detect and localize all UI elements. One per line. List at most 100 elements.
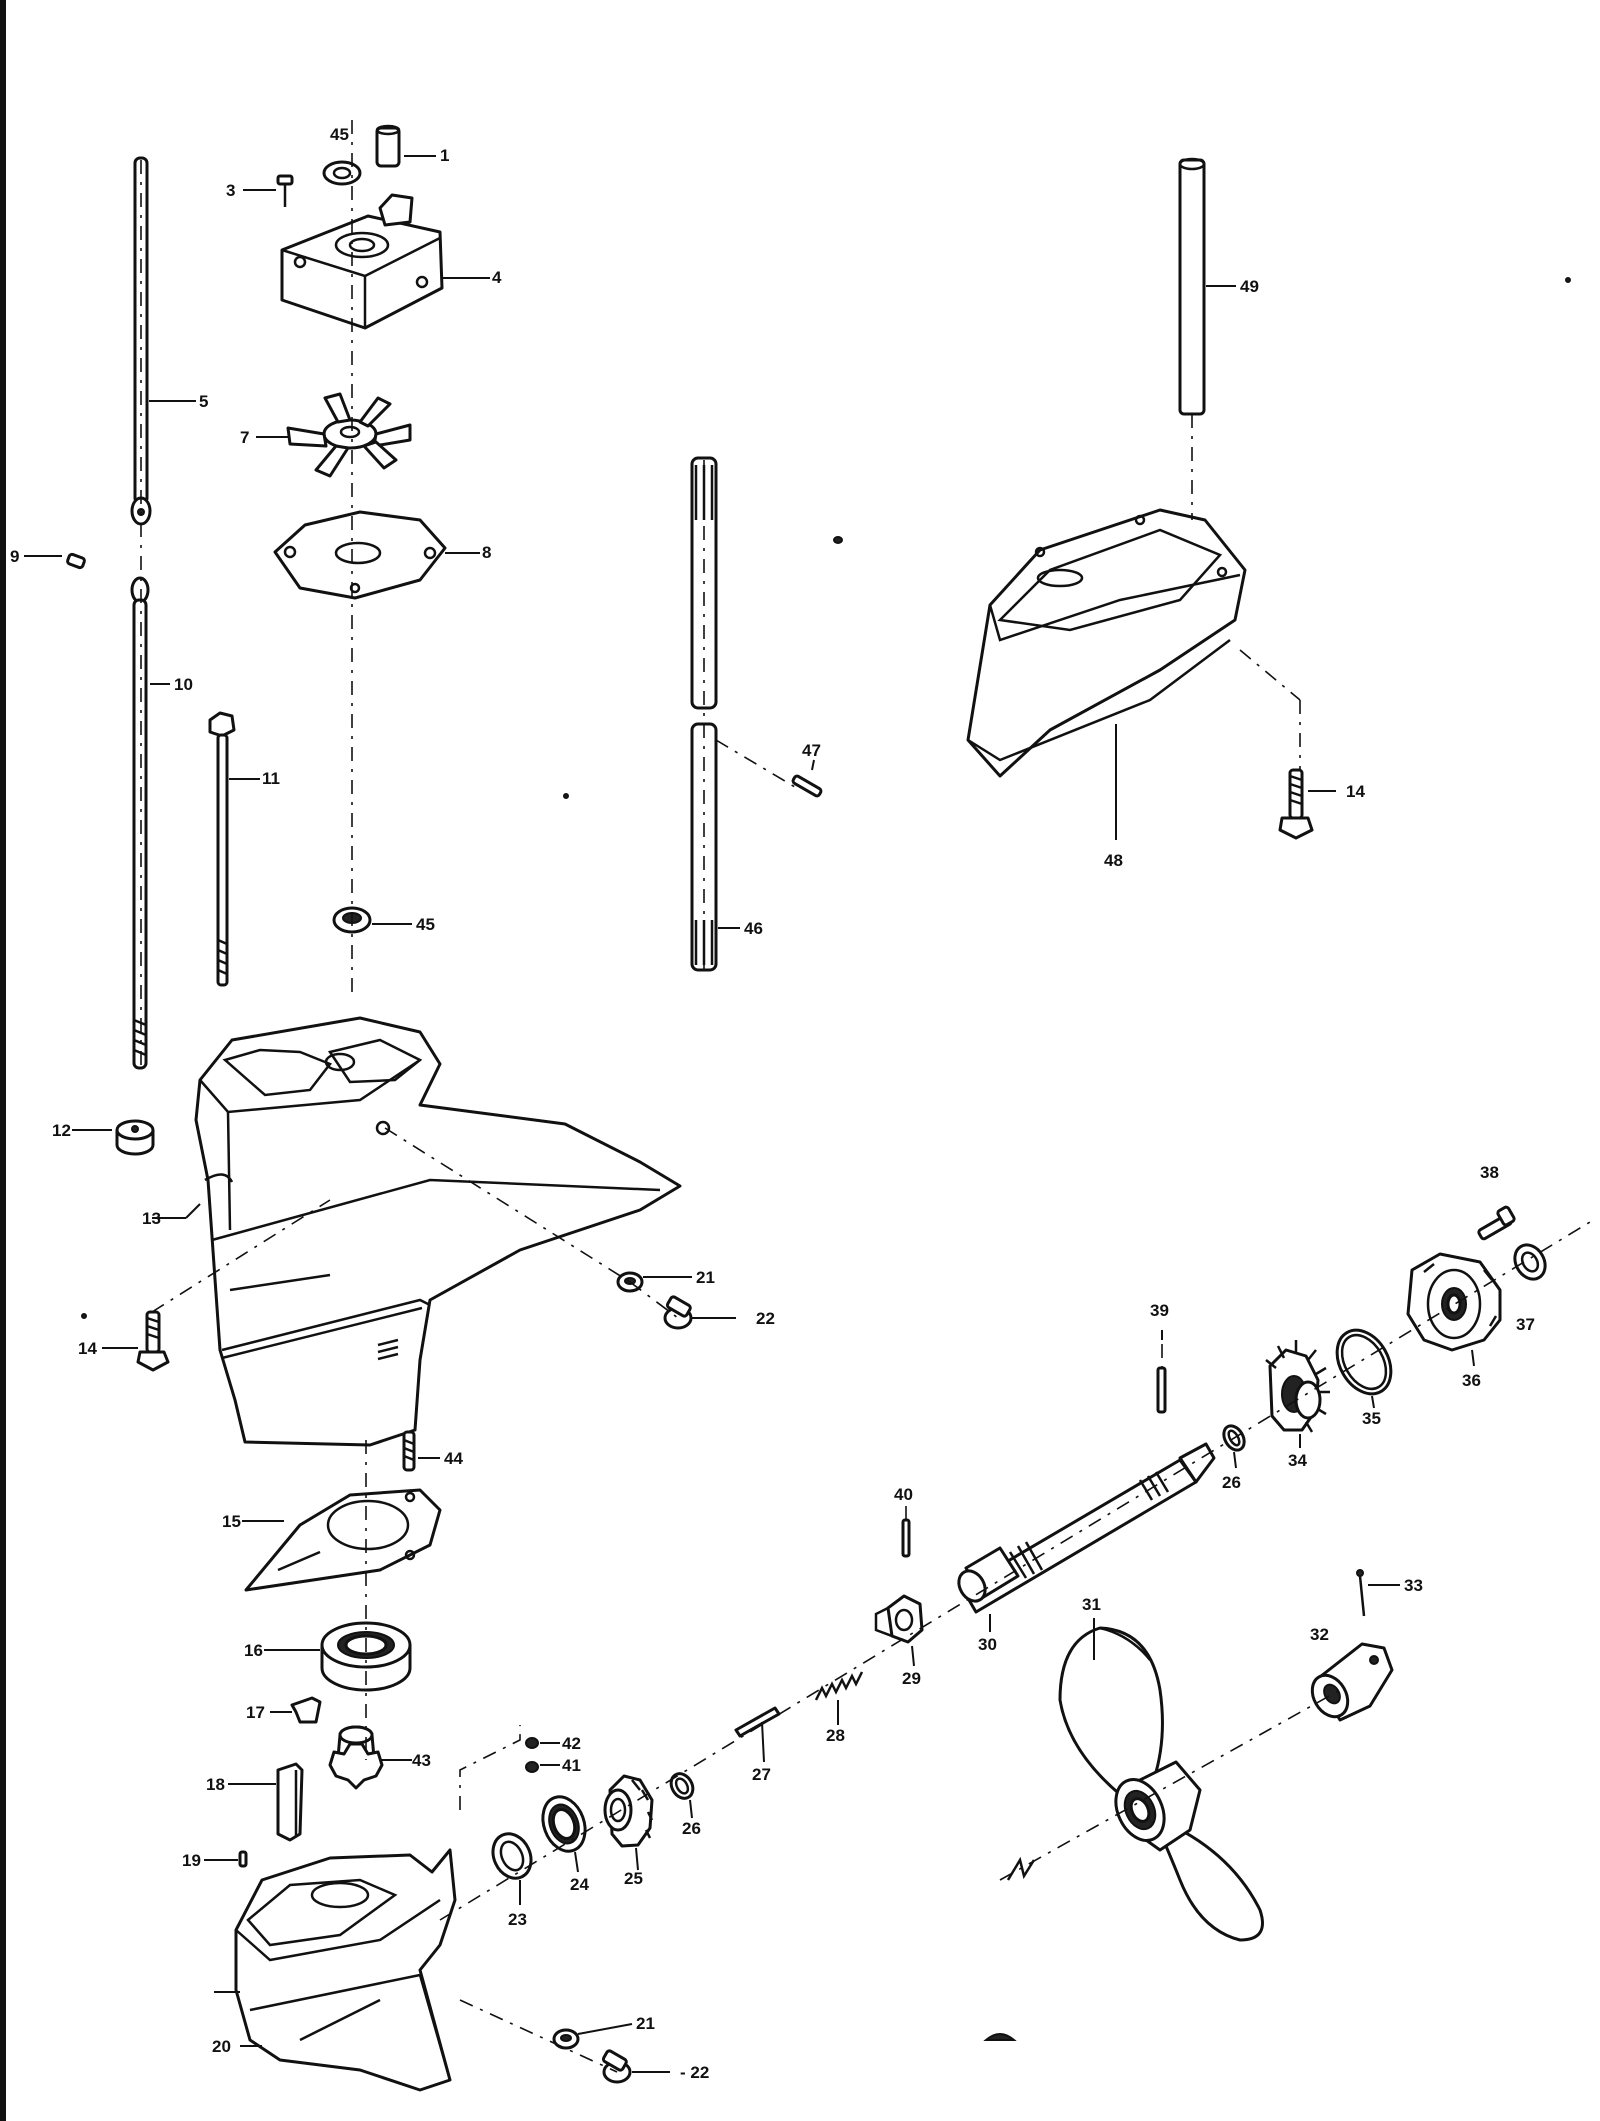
part-22-screw-upper: 22 <box>663 1295 775 1330</box>
part-23-washer: 23 <box>491 1832 533 1929</box>
callout-16: 16 <box>244 1641 263 1660</box>
callout-10: 10 <box>174 675 193 694</box>
part-15-gasket: 15 <box>222 1488 442 1592</box>
callout-13: 13 <box>142 1209 161 1228</box>
callout-12: 12 <box>52 1121 71 1140</box>
part-26-ring-upper: 26 <box>1222 1424 1246 1492</box>
callout-47: 47 <box>802 741 821 760</box>
callout-45-top: 45 <box>330 125 349 144</box>
part-18-block: 18 <box>206 1762 304 1842</box>
callout-9: 9 <box>10 547 19 566</box>
callout-19: 19 <box>182 1851 201 1870</box>
callout-4: 4 <box>492 268 502 287</box>
callout-26-lower: 26 <box>682 1819 701 1838</box>
part-36-bearing-carrier: 36 <box>1406 1252 1502 1390</box>
part-25-bevel-gear: 25 <box>603 1774 654 1888</box>
callout-30: 30 <box>978 1635 997 1654</box>
callout-24: 24 <box>570 1875 589 1894</box>
callout-39: 39 <box>1150 1301 1169 1320</box>
callout-44: 44 <box>444 1449 463 1468</box>
assembly-axes <box>140 120 1591 2073</box>
callout-22-lower: - 22 <box>680 2063 709 2082</box>
part-41-item: 41 <box>525 1756 581 1775</box>
callout-21-lower: 21 <box>636 2014 655 2033</box>
part-39-pin: 39 <box>1150 1301 1169 1414</box>
stray-marks <box>81 277 1571 2041</box>
upper-gearcase-housing: 13 <box>142 1016 682 1447</box>
callout-36: 36 <box>1462 1371 1481 1390</box>
part-34-forward-gear: 34 <box>1265 1340 1330 1470</box>
part-11-bolt: 11 <box>208 711 280 987</box>
callout-42: 42 <box>562 1734 581 1753</box>
callout-37: 37 <box>1516 1315 1535 1334</box>
part-12-bushing: 12 <box>52 1119 155 1156</box>
callout-3: 3 <box>226 181 235 200</box>
part-14-bolt-right: 14 <box>1278 768 1365 840</box>
part-44-stud: 44 <box>402 1430 463 1472</box>
part-5-rod: 5 <box>130 156 208 526</box>
page-edge <box>0 0 6 2121</box>
callout-7: 7 <box>240 428 249 447</box>
callout-45-mid: 45 <box>416 915 435 934</box>
callout-8: 8 <box>482 543 491 562</box>
part-40-pin: 40 <box>894 1485 913 1558</box>
callout-1: 1 <box>440 146 449 165</box>
callout-49: 49 <box>1240 277 1259 296</box>
callout-21-upper: 21 <box>696 1268 715 1287</box>
part-26-ring-lower: 26 <box>669 1772 701 1838</box>
callout-27: 27 <box>752 1765 771 1784</box>
part-1-tube-cap: 1 <box>375 124 449 168</box>
part-22-screw-lower: - 22 <box>601 2049 709 2084</box>
part-21-washer-upper: 21 <box>616 1268 715 1293</box>
part-7-impeller: 7 <box>240 392 412 478</box>
part-29-clutch: 29 <box>874 1594 924 1688</box>
callout-5: 5 <box>199 392 208 411</box>
part-27-pin: 27 <box>734 1706 781 1784</box>
part-43-pinion-gear: 43 <box>328 1725 431 1790</box>
part-21-washer-lower: 21 <box>552 2014 655 2050</box>
part-10-rod: 10 <box>130 576 193 1070</box>
part-19-pin: 19 <box>182 1850 248 1870</box>
callout-43: 43 <box>412 1751 431 1770</box>
part-28-spring: 28 <box>814 1671 864 1745</box>
part-3-screw: 3 <box>226 174 294 207</box>
part-16-bearing: 16 <box>244 1621 412 1692</box>
callout-17: 17 <box>246 1703 265 1722</box>
part-47-pin: 47 <box>791 741 823 798</box>
callout-25: 25 <box>624 1869 643 1888</box>
callout-40: 40 <box>894 1485 913 1504</box>
part-31-propeller: 31 <box>1006 1595 1264 1942</box>
callout-35: 35 <box>1362 1409 1381 1428</box>
part-37-seal: 37 <box>1513 1243 1547 1334</box>
part-32-cone-nut: 32 <box>1310 1625 1394 1722</box>
callout-14-left: 14 <box>78 1339 97 1358</box>
callout-20: 20 <box>212 2037 231 2056</box>
callout-34: 34 <box>1288 1451 1307 1470</box>
part-33-cotter-pin: 33 <box>1356 1569 1423 1617</box>
callout-31: 31 <box>1082 1595 1101 1614</box>
callout-33: 33 <box>1404 1576 1423 1595</box>
callout-14-right: 14 <box>1346 782 1365 801</box>
callout-22-upper: 22 <box>756 1309 775 1328</box>
part-49-tube: 49 <box>1178 157 1259 416</box>
callout-29: 29 <box>902 1669 921 1688</box>
part-45-grommet-top: 45 <box>322 125 362 186</box>
part-9-pin: 9 <box>10 547 86 570</box>
callout-46: 46 <box>744 919 763 938</box>
callout-18: 18 <box>206 1775 225 1794</box>
callout-41: 41 <box>562 1756 581 1775</box>
part-46-drive-shaft: 46 <box>690 456 763 972</box>
part-45-grommet-mid: 45 <box>332 906 435 934</box>
part-8-plate: 8 <box>273 510 491 600</box>
callout-15: 15 <box>222 1512 241 1531</box>
part-4-pump-housing: 4 <box>280 193 502 330</box>
part-42-item: 42 <box>525 1734 581 1753</box>
callout-28: 28 <box>826 1726 845 1745</box>
part-48-exhaust-housing: 48 <box>966 508 1247 870</box>
part-17-clip: 17 <box>246 1696 322 1724</box>
callout-32: 32 <box>1310 1625 1329 1644</box>
callout-11: 11 <box>262 769 280 788</box>
part-24-thrust-bearing: 24 <box>541 1795 589 1894</box>
part-30-propeller-shaft: 30 <box>957 1442 1216 1654</box>
